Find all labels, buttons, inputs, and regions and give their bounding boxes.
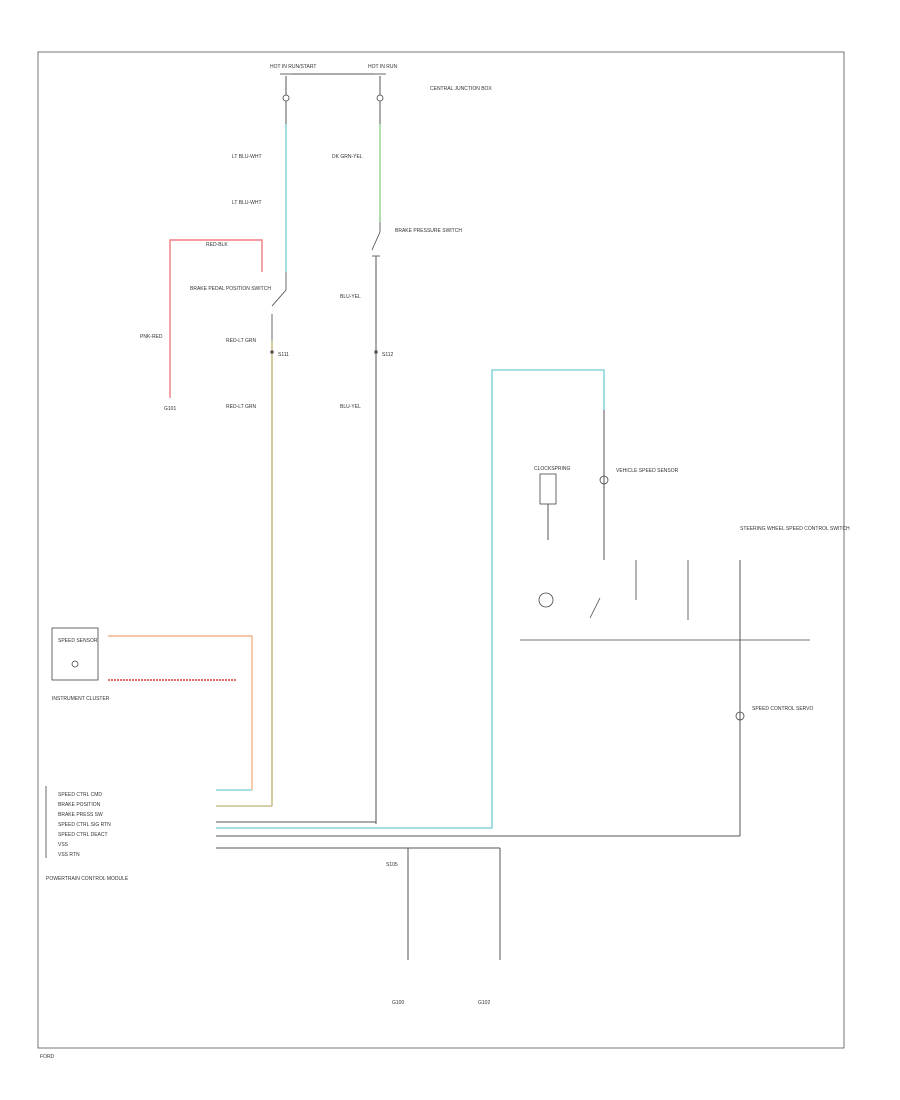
speed-sensor: VEHICLE SPEED SENSOR xyxy=(599,410,679,560)
brake-pressure-switch-label: BRAKE PRESSURE SWITCH xyxy=(395,228,462,234)
cluster-label: INSTRUMENT CLUSTER xyxy=(52,696,110,702)
fuse-right: HOT IN RUN CENTRAL JUNCTION BOX xyxy=(368,64,492,124)
brake-pedal-switch-label: BRAKE PEDAL POSITION SWITCH xyxy=(190,286,271,292)
brake-pedal-switch: BRAKE PEDAL POSITION SWITCH xyxy=(190,272,287,340)
clockspring-label: CLOCKSPRING xyxy=(534,466,571,472)
wire-red-loop xyxy=(169,239,263,398)
pcm-pin-4: SPEED CTRL SIG RTN xyxy=(58,822,111,828)
wire-lt-blue-label-1: LT BLU-WHT xyxy=(232,154,262,160)
splice-left-label: S111 xyxy=(278,352,289,358)
instrument-cluster: SPEED SENSOR INSTRUMENT CLUSTER xyxy=(51,627,110,702)
wire-lt-blue-label-2: LT BLU-WHT xyxy=(232,200,262,206)
wire-rel-label-1: RED-LT GRN xyxy=(226,338,256,344)
ground-left-label: G101 xyxy=(164,406,176,412)
speedometer-label: SPEED SENSOR xyxy=(58,638,98,644)
clockspring: CLOCKSPRING xyxy=(534,466,571,540)
wire-pnk-label: PNK-RED xyxy=(140,334,163,340)
wire-rel-label-2: RED-LT GRN xyxy=(226,404,256,410)
pcm-pin-6: VSS xyxy=(58,842,69,848)
pcm-pin-3: BRAKE PRESS SW xyxy=(58,812,103,818)
fuse-left-label: HOT IN RUN/START xyxy=(270,64,316,70)
wire-blu-label-1: BLU-YEL xyxy=(340,294,361,300)
splice-right xyxy=(374,350,378,354)
wire-orange xyxy=(108,635,253,790)
speed-control-servo: SPEED CONTROL SERVO xyxy=(735,640,814,836)
page-id: FORD xyxy=(40,1054,55,1060)
bottom-splice-label: S105 xyxy=(386,862,398,868)
ground-bottom-2: G102 xyxy=(478,1000,490,1006)
fuse-right-note: CENTRAL JUNCTION BOX xyxy=(430,86,492,92)
diagram-frame xyxy=(37,51,845,1049)
brake-pressure-switch: BRAKE PRESSURE SWITCH xyxy=(371,222,462,257)
wire-green-label: DK GRN-YEL xyxy=(332,154,363,160)
steering-switch: STEERING WHEEL SPEED CONTROL SWITCH xyxy=(520,526,850,641)
pcm-pin-2: BRAKE POSITION xyxy=(58,802,101,808)
pcm-pin-1: SPEED CTRL CMD xyxy=(58,792,102,798)
wire-red-label: RED-BLK xyxy=(206,242,228,248)
steering-switch-label: STEERING WHEEL SPEED CONTROL SWITCH xyxy=(740,526,850,532)
fuse-left: HOT IN RUN/START xyxy=(270,64,316,124)
pcm-pin-7: VSS RTN xyxy=(58,852,80,858)
pcm-pin-5: SPEED CTRL DEACT xyxy=(58,832,108,838)
splice-left xyxy=(270,350,274,354)
servo-label: SPEED CONTROL SERVO xyxy=(752,706,814,712)
ground-bottom-right: G102 xyxy=(478,848,501,1006)
fuse-right-label: HOT IN RUN xyxy=(368,64,397,70)
wire-blu-label-2: BLU-YEL xyxy=(340,404,361,410)
wire-lt-blue-route xyxy=(216,369,605,829)
splice-right-label: S112 xyxy=(382,352,394,358)
ground-bottom-left: G100 xyxy=(392,848,409,1006)
ground-bottom-1: G100 xyxy=(392,1000,404,1006)
speed-sensor-label: VEHICLE SPEED SENSOR xyxy=(616,468,679,474)
pcm-connector: SPEED CTRL CMD BRAKE POSITION BRAKE PRES… xyxy=(45,786,129,882)
pcm-title: POWERTRAIN CONTROL MODULE xyxy=(46,876,129,882)
